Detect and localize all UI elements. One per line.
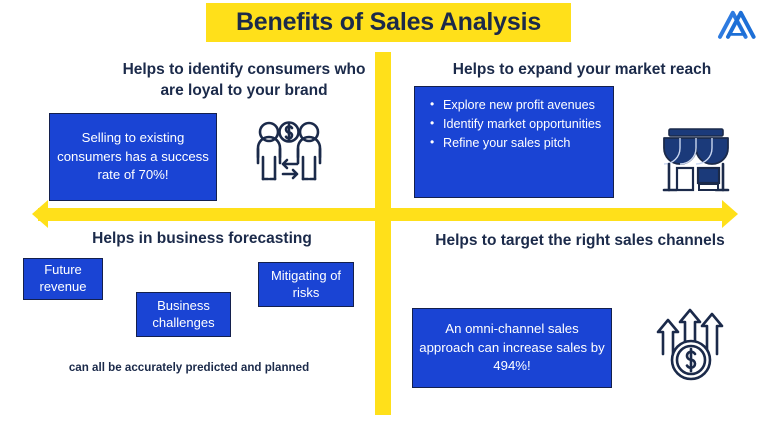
title-highlight-band [206,3,571,42]
tag-label: Mitigating of risks [270,267,342,300]
quadrant-heading-bottom-left: Helps in business forecasting [92,230,312,247]
callout-box-bottom-right: An omni-channel sales approach can incre… [412,308,612,388]
tag-box-business-challenges: Business challenges [136,292,231,337]
callout-text-bottom-right: An omni-channel sales approach can incre… [419,320,605,374]
quadrant-heading-top-left: Helps to identify consumers who are loya… [122,61,366,99]
callout-box-top-left: Selling to existing consumers has a succ… [49,113,217,201]
page-title: Benefits of Sales Analysis [235,8,542,36]
tag-box-mitigating-of-risks: Mitigating of risks [258,262,354,307]
list-item: Explore new profit avenues [430,96,605,114]
growth-arrows-dollar-coin-icon [655,306,731,382]
mountain-m-logo-icon [716,8,756,40]
callout-text-top-left: Selling to existing consumers has a succ… [57,129,209,183]
two-people-money-exchange-icon [253,119,325,185]
tag-box-future-revenue: Future revenue [23,258,103,300]
caption-bottom-left: can all be accurately predicted and plan… [68,361,310,374]
quadrant-heading-bottom-right: Helps to target the right sales channels [435,232,725,249]
tag-label: Business challenges [152,297,215,330]
quadrant-heading-top-right: Helps to expand your market reach [452,61,712,78]
arrow-left-icon [32,200,48,228]
arrow-right-icon [722,200,738,228]
bullet-list-top-right: Explore new profit avenues Identify mark… [419,96,605,152]
bullet-box-top-right: Explore new profit avenues Identify mark… [414,86,614,198]
vertical-axis-bar [375,52,391,415]
list-item: Identify market opportunities [430,115,605,133]
list-item: Refine your sales pitch [430,134,605,152]
tag-label: Future revenue [39,262,87,294]
storefront-icon [660,126,732,194]
